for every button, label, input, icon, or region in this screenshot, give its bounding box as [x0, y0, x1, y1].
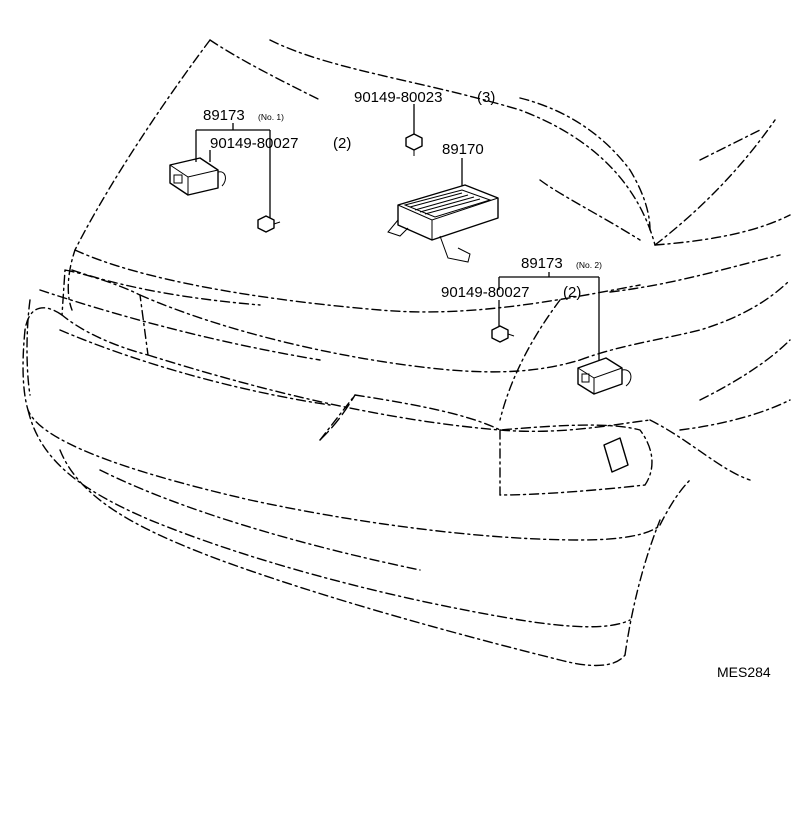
part-number-label: 90149-80027: [441, 284, 529, 301]
qualifier-label: (No. 1): [258, 112, 284, 122]
qualifier-label: (No. 2): [576, 260, 602, 270]
bolt-upper-part: [405, 133, 423, 156]
part-number-label: 89173: [203, 107, 245, 124]
part-number-label: 89173: [521, 255, 563, 272]
part-number-label: 90149-80027: [210, 135, 298, 152]
callout-90149-80027-right: 90149-80027 (2): [441, 284, 581, 301]
bolt-left-part: [257, 215, 281, 233]
quantity-label: (2): [333, 135, 351, 152]
quantity-label: (2): [563, 284, 581, 301]
car-body-outline: [22, 39, 791, 667]
leader-lines: [195, 104, 600, 360]
front-airbag-sensor-no1-part: [169, 157, 226, 196]
callout-90149-80023: 90149-80023 (3): [354, 89, 495, 106]
front-airbag-sensor-no2-part: [577, 357, 632, 395]
diagram-code: MES284: [717, 664, 771, 680]
part-number-label: 89170: [442, 141, 484, 158]
quantity-label: (3): [477, 89, 495, 106]
airbag-control-unit-part: [387, 184, 499, 263]
callout-89173-no1: 89173 (No. 1): [203, 107, 284, 124]
callout-89173-no2: 89173 (No. 2): [521, 255, 602, 272]
callout-89170: 89170: [442, 141, 484, 158]
part-number-label: 90149-80023: [354, 89, 442, 106]
bolt-right-part: [491, 325, 515, 343]
callout-90149-80027-left: 90149-80027 (2): [210, 135, 351, 152]
